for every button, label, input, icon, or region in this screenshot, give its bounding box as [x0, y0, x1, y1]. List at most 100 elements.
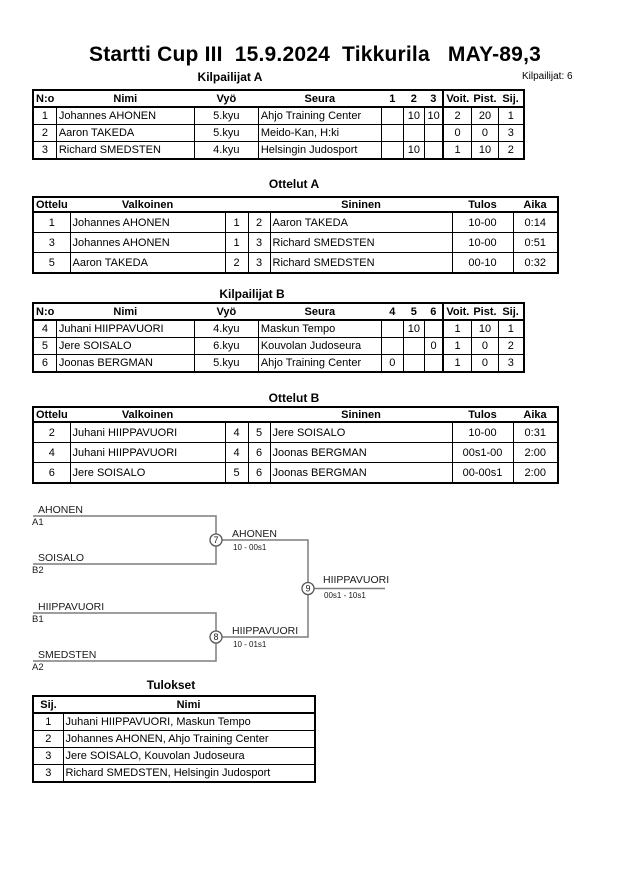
cell-name: Aaron TAKEDA	[55, 124, 195, 142]
col-header-m4: 4	[381, 303, 404, 321]
cell-time: 0:51	[512, 232, 559, 253]
col-header-club: Seura	[258, 90, 382, 108]
matches-b-table: Ottelu Valkoinen Sininen Tulos Aika 2 Ju…	[32, 406, 559, 484]
cell-blue-name: Joonas BERGMAN	[269, 462, 453, 484]
cell-m2: 10	[402, 106, 425, 125]
col-header-name: Nimi	[56, 303, 195, 321]
bracket-semifinal-connectors	[216, 539, 309, 638]
cell-belt: 4.kyu	[193, 319, 259, 338]
col-header-club: Seura	[258, 303, 382, 321]
cell-time: 0:32	[512, 252, 559, 274]
cell-result: 00-00s1	[451, 462, 514, 484]
cell-name: Richard SMEDSTEN	[55, 141, 195, 160]
table-row: 4 Juhani HIIPPAVUORI 4 6 Joonas BERGMAN …	[32, 442, 559, 463]
cell-m3	[423, 141, 444, 160]
col-header-wins: Voit.	[442, 303, 472, 321]
cell-blue-no: 3	[247, 252, 271, 274]
table-row: 2 Johannes AHONEN, Ahjo Training Center	[32, 730, 316, 748]
cell-match-no: 3	[32, 232, 71, 253]
col-header-place: Sij.	[498, 303, 524, 321]
cell-place: 3	[32, 764, 64, 783]
cell-white-no: 5	[224, 462, 249, 484]
cell-blue-name: Aaron TAKEDA	[269, 211, 453, 233]
section-title-competitors-a: Kilpailijat A	[197, 70, 263, 84]
cell-m4	[380, 319, 404, 338]
col-header-result: Tulos	[452, 197, 513, 213]
cell-place: 2	[498, 141, 525, 160]
match-9-circle	[301, 581, 315, 596]
cell-white-no: 4	[224, 421, 249, 443]
match-8-circle	[209, 630, 223, 644]
cell-result: 10-00	[451, 211, 514, 233]
col-header-empty	[248, 407, 270, 423]
match-9-winner: HIIPPAVUORI	[323, 574, 389, 586]
table-row: 6 Jere SOISALO 5 6 Joonas BERGMAN 00-00s…	[32, 462, 559, 484]
cell-no: 3	[32, 141, 57, 160]
col-header-m2: 2	[403, 90, 425, 108]
cell-match-no: 4	[32, 442, 71, 463]
cell-m2: 10	[402, 141, 425, 160]
table-header-row: Ottelu Valkoinen Sininen Tulos Aika	[33, 197, 558, 213]
cell-wins: 1	[442, 337, 472, 355]
cell-blue-no: 2	[247, 211, 271, 233]
section-title-matches-b: Ottelut B	[268, 391, 320, 405]
col-header-name: Nimi	[56, 90, 195, 108]
cell-blue-no: 5	[247, 421, 271, 443]
cell-white-no: 4	[224, 442, 249, 463]
cell-name: Jere SOISALO, Kouvolan Judoseura	[62, 747, 316, 765]
section-title-competitors-b: Kilpailijat B	[219, 287, 285, 301]
match-8-winner: HIIPPAVUORI	[232, 625, 298, 637]
cell-m6	[423, 354, 444, 373]
competitors-b-table: N:o Nimi Vyö Seura 4 5 6 Voit. Pist. Sij…	[32, 302, 525, 373]
cell-place: 1	[498, 106, 525, 125]
cell-white-no: 1	[224, 211, 249, 233]
col-header-m3: 3	[424, 90, 444, 108]
table-row: 3 Jere SOISALO, Kouvolan Judoseura	[32, 747, 316, 765]
col-header-m5: 5	[403, 303, 425, 321]
section-title-results: Tulokset	[146, 678, 196, 692]
cell-points: 10	[470, 141, 500, 160]
cell-place: 2	[32, 730, 64, 748]
cell-wins: 1	[442, 141, 472, 160]
match-8-number: 8	[213, 632, 218, 642]
cell-club: Kouvolan Judoseura	[257, 337, 382, 355]
table-row: 4 Juhani HIIPPAVUORI 4.kyu Maskun Tempo …	[32, 319, 525, 338]
cell-m5	[402, 354, 425, 373]
cell-m5: 10	[402, 319, 425, 338]
col-header-name: Nimi	[63, 696, 315, 714]
cell-white-name: Johannes AHONEN	[69, 211, 226, 233]
cell-white-name: Juhani HIIPPAVUORI	[69, 421, 226, 443]
col-header-no: N:o	[33, 303, 57, 321]
table-header-row: N:o Nimi Vyö Seura 1 2 3 Voit. Pist. Sij…	[33, 90, 524, 108]
cell-no: 5	[32, 337, 57, 355]
match-7-circle	[209, 533, 223, 547]
col-header-points: Pist.	[471, 90, 499, 108]
col-header-empty	[225, 197, 248, 213]
cell-place: 1	[498, 319, 525, 338]
bracket-seed-code: B2	[32, 565, 44, 576]
cell-result: 10-00	[451, 232, 514, 253]
page-title: Startti Cup III 15.9.2024 Tikkurila MAY-…	[89, 43, 541, 66]
table-row: 5 Jere SOISALO 6.kyu Kouvolan Judoseura …	[32, 337, 525, 355]
bracket-seed-name: SMEDSTEN	[38, 649, 96, 661]
cell-m2	[402, 124, 425, 142]
cell-white-name: Aaron TAKEDA	[69, 252, 226, 274]
bracket-seed-code: A2	[32, 662, 44, 673]
cell-belt: 5.kyu	[193, 124, 259, 142]
col-header-white: Valkoinen	[70, 407, 225, 423]
cell-time: 0:31	[512, 421, 559, 443]
table-row: 3 Johannes AHONEN 1 3 Richard SMEDSTEN 1…	[32, 232, 559, 253]
table-row: 5 Aaron TAKEDA 2 3 Richard SMEDSTEN 00-1…	[32, 252, 559, 274]
col-header-blue: Sininen	[270, 407, 452, 423]
cell-result: 00s1-00	[451, 442, 514, 463]
cell-match-no: 1	[32, 211, 71, 233]
cell-name: Johannes AHONEN	[55, 106, 195, 125]
cell-white-name: Jere SOISALO	[69, 462, 226, 484]
cell-name: Johannes AHONEN, Ahjo Training Center	[62, 730, 316, 748]
col-header-blue: Sininen	[270, 197, 452, 213]
cell-m5	[402, 337, 425, 355]
table-row: 1 Johannes AHONEN 5.kyu Ahjo Training Ce…	[32, 106, 525, 125]
cell-blue-no: 3	[247, 232, 271, 253]
cell-belt: 6.kyu	[193, 337, 259, 355]
cell-result: 10-00	[451, 421, 514, 443]
